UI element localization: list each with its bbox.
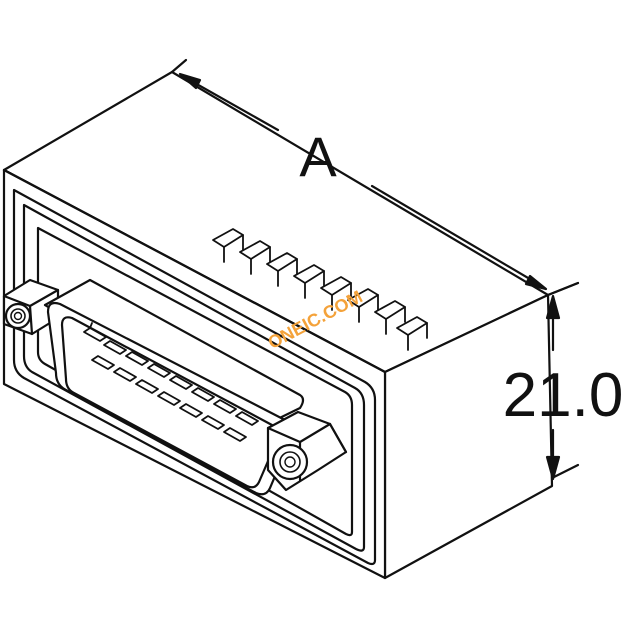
arrowhead-height-top bbox=[545, 294, 561, 320]
pin bbox=[235, 411, 259, 426]
extension-line-left bbox=[170, 58, 188, 74]
right-jackscrew bbox=[266, 410, 348, 492]
pin bbox=[125, 351, 149, 366]
pin bbox=[169, 375, 193, 390]
pin bbox=[157, 391, 181, 406]
dimension-line-a-left bbox=[184, 76, 280, 132]
front-pins bbox=[83, 322, 259, 442]
pin bbox=[179, 403, 203, 418]
dimension-a bbox=[170, 58, 580, 297]
arrowhead-height-bottom bbox=[545, 455, 561, 481]
pin bbox=[91, 355, 115, 370]
dimension-height-label: 21.0 bbox=[503, 361, 624, 430]
pin bbox=[213, 399, 237, 414]
pin bbox=[103, 340, 127, 355]
rear-pins bbox=[212, 228, 428, 351]
pin bbox=[201, 415, 225, 430]
pin bbox=[113, 367, 137, 382]
arrowhead-a-right bbox=[524, 274, 548, 291]
pin bbox=[191, 387, 215, 402]
dimension-a-label: A bbox=[299, 125, 337, 188]
pin bbox=[147, 363, 171, 378]
dimension-line-a-right bbox=[370, 184, 542, 287]
front-frame bbox=[12, 188, 377, 566]
pin bbox=[135, 379, 159, 394]
extension-line-bottom bbox=[550, 463, 580, 480]
extension-line-top bbox=[546, 281, 580, 297]
pin bbox=[83, 322, 107, 342]
dimension-height bbox=[545, 281, 580, 481]
arrowhead-a-left bbox=[178, 72, 202, 90]
pin bbox=[223, 427, 247, 442]
